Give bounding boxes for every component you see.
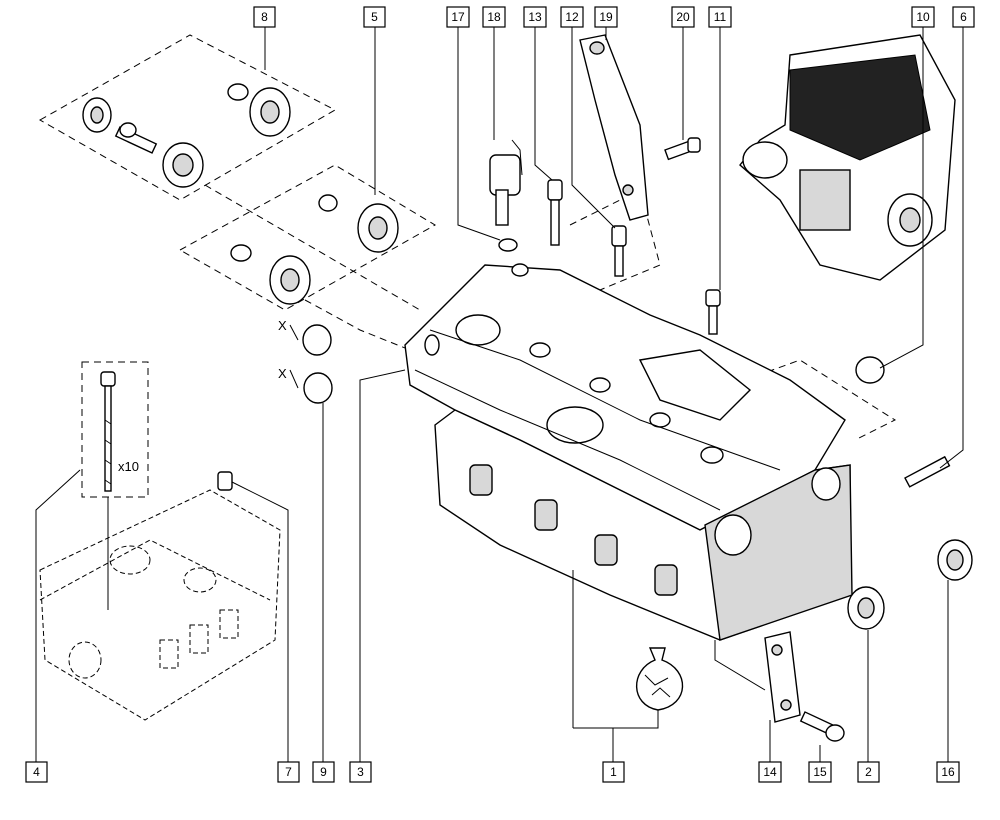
callout-3: 3: [349, 761, 372, 783]
sensor-18: [489, 139, 523, 252]
callout-8: 8: [253, 6, 276, 28]
leader-lines: [35, 27, 964, 762]
callout-label: 8: [261, 10, 268, 24]
callout-label: 2: [865, 765, 872, 779]
bolt-20: [664, 137, 701, 161]
callout-7: 7: [277, 761, 300, 783]
bracket-14: [764, 631, 801, 723]
seal-2: [847, 586, 885, 630]
dimension-label-upper: X: [278, 318, 287, 333]
callout-14: 14: [758, 761, 782, 783]
callout-label: 9: [320, 765, 327, 779]
callout-1: 1: [602, 761, 625, 783]
callout-11: 11: [708, 6, 732, 28]
callout-5: 5: [363, 6, 386, 28]
head-datum-lines: [204, 184, 897, 441]
callout-15: 15: [808, 761, 832, 783]
stud-6: [904, 455, 951, 488]
callout-label: 10: [916, 10, 930, 24]
callout-label: 13: [528, 10, 542, 24]
assembly-group-8: [38, 34, 337, 201]
part-group-8: [82, 83, 291, 188]
callout-label: 14: [763, 765, 777, 779]
callout-label: 12: [565, 10, 579, 24]
lifting-bracket-19: [579, 34, 649, 221]
bolt-quantity-label: x10: [118, 459, 139, 474]
dowel-7: [217, 471, 233, 491]
bolt-13: [547, 179, 563, 246]
callout-label: 11: [714, 10, 727, 24]
part-group-5: [230, 194, 399, 305]
callout-label: 1: [610, 765, 617, 779]
callout-label: 6: [960, 10, 967, 24]
assembly-group-12-13: [569, 189, 661, 291]
callout-16: 16: [936, 761, 960, 783]
callout-6: 6: [952, 6, 975, 28]
bolt-11: [705, 289, 721, 335]
callout-18: 18: [482, 6, 506, 28]
callout-label: 3: [357, 765, 364, 779]
callout-label: 4: [33, 765, 40, 779]
callout-label: 18: [487, 10, 501, 24]
gasket-kit-bag: [635, 647, 684, 711]
callout-label: 19: [599, 10, 613, 24]
callout-2: 2: [857, 761, 880, 783]
head-thumbnail: [39, 489, 281, 721]
engine-thumbnail: [739, 34, 956, 281]
callout-12: 12: [560, 6, 584, 28]
callout-label: 16: [941, 765, 955, 779]
bolt-group-box: [81, 361, 149, 498]
callout-17: 17: [446, 6, 470, 28]
callout-19: 19: [594, 6, 618, 28]
bolt-12: [611, 225, 627, 277]
dimension-label-lower: X: [278, 366, 287, 381]
callout-4: 4: [25, 761, 48, 783]
cylinder-head: [404, 263, 853, 641]
seal-16: [937, 539, 973, 581]
plugs-9: X X: [278, 318, 333, 404]
callout-9: 9: [312, 761, 335, 783]
plug-10: [855, 356, 885, 384]
callout-label: 17: [451, 10, 465, 24]
assembly-group-5: [178, 164, 436, 311]
callout-10: 10: [911, 6, 935, 28]
callout-label: 20: [676, 10, 690, 24]
callout-13: 13: [523, 6, 547, 28]
callout-label: 7: [285, 765, 292, 779]
callout-label: 15: [813, 765, 827, 779]
callout-label: 5: [371, 10, 378, 24]
callout-20: 20: [671, 6, 695, 28]
head-bolt: x10: [100, 371, 139, 492]
bolt-15: [799, 711, 845, 742]
